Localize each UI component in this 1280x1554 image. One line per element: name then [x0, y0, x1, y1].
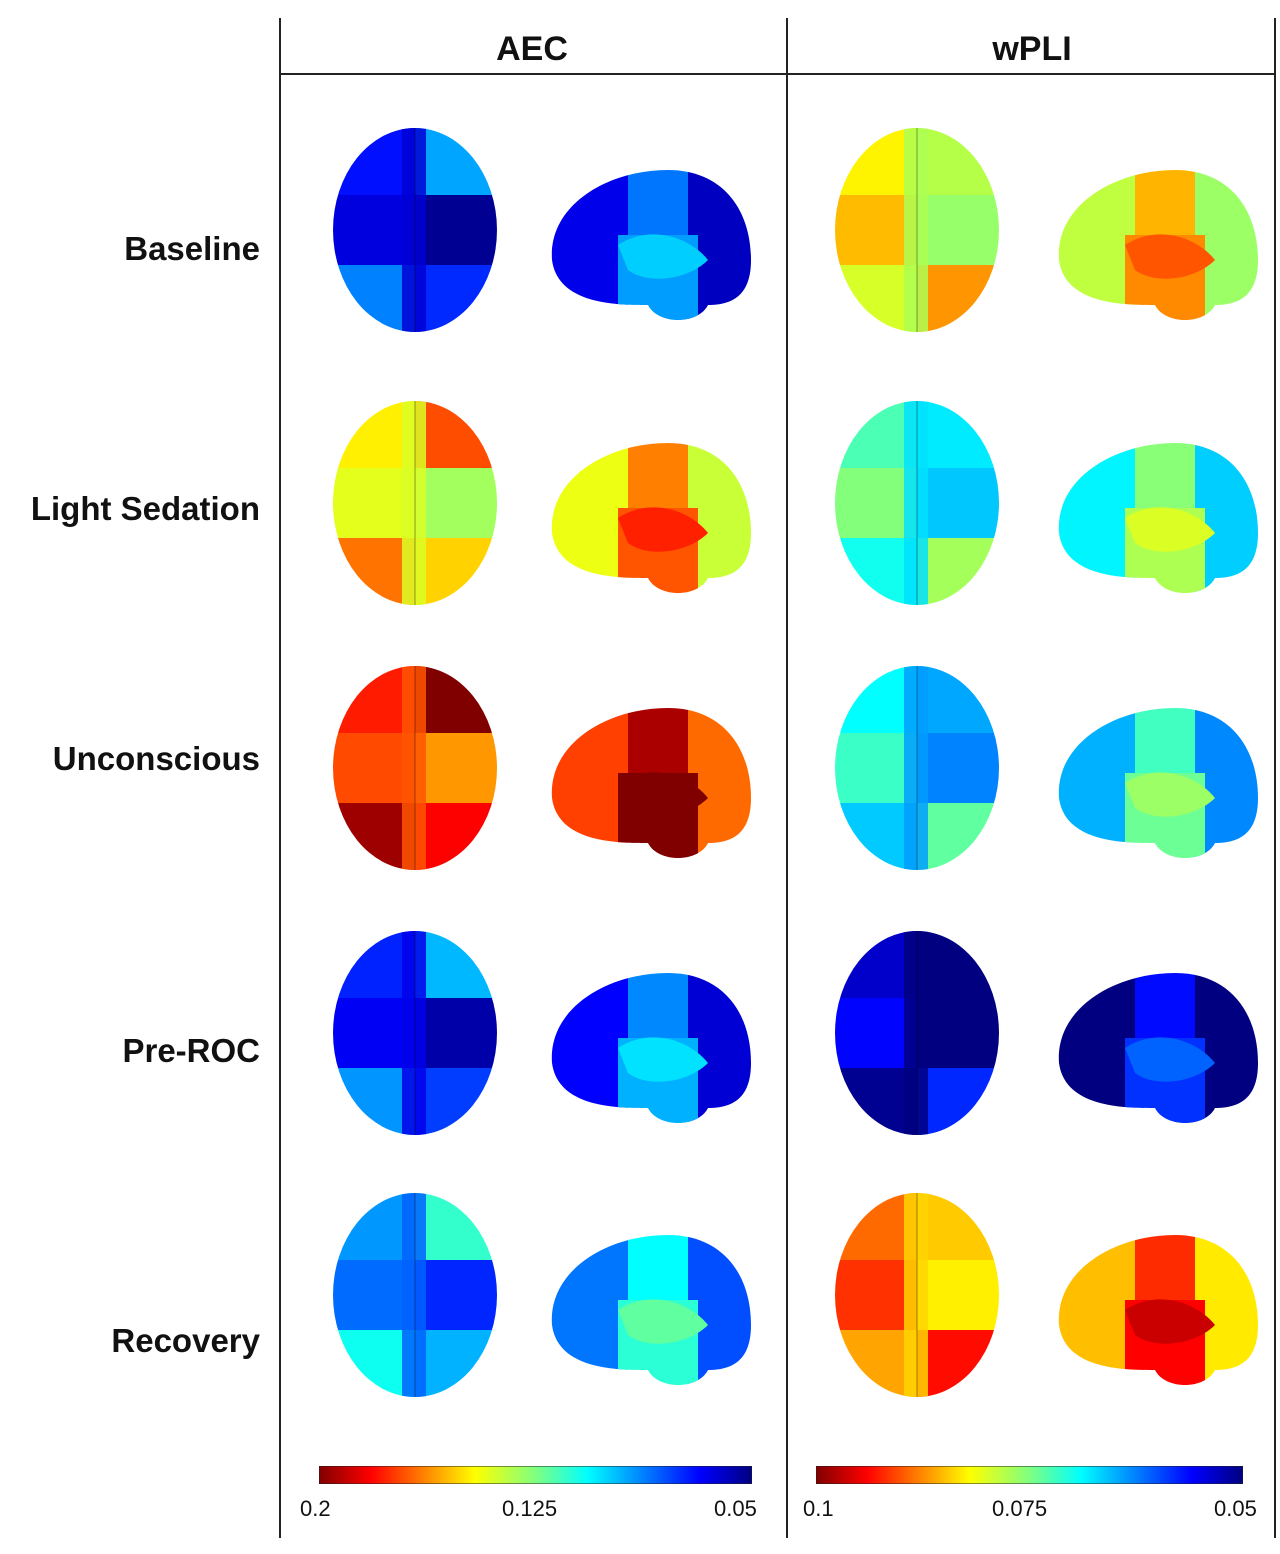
colorbar-aec — [319, 1466, 752, 1484]
colorbar-aec-tick-mid: 0.125 — [502, 1496, 558, 1521]
row-label-recovery: Recovery — [111, 1322, 260, 1359]
row-label-baseline: Baseline — [124, 230, 260, 267]
brain-side-view-aec-3 — [551, 973, 751, 1123]
colorbar-wpli — [816, 1466, 1243, 1484]
row-label-unconscious: Unconscious — [52, 740, 260, 777]
brain-top-view-wpli-1 — [835, 401, 999, 605]
brain-top-view-aec-3 — [333, 931, 497, 1135]
row-label-pre-roc: Pre-ROC — [122, 1032, 260, 1069]
column-header-wpli: wPLI — [992, 30, 1072, 68]
brain-top-view-wpli-2 — [835, 666, 999, 870]
middle-divider — [786, 18, 788, 1538]
brain-side-view-wpli-3 — [1058, 973, 1258, 1123]
colorbar-aec-tick-right: 0.05 — [714, 1496, 757, 1521]
colorbar-wpli-tick-mid: 0.075 — [992, 1496, 1048, 1521]
colorbar-wpli-tick-left: 0.1 — [803, 1496, 834, 1521]
left-divider — [279, 18, 281, 1538]
brain-side-view-wpli-4 — [1058, 1235, 1258, 1385]
colorbar-wpli-tick-right: 0.05 — [1214, 1496, 1257, 1521]
brain-side-view-aec-4 — [551, 1235, 751, 1385]
brain-top-view-aec-2 — [333, 666, 497, 870]
brain-side-view-aec-2 — [551, 708, 751, 858]
brain-top-view-aec-1 — [333, 401, 497, 605]
right-divider — [1274, 18, 1276, 1538]
header-rule — [279, 73, 1276, 75]
row-label-light-sedation: Light Sedation — [30, 490, 260, 527]
brain-top-view-wpli-0 — [835, 128, 999, 332]
brain-side-view-wpli-2 — [1058, 708, 1258, 858]
brain-side-view-wpli-0 — [1058, 170, 1258, 320]
brain-top-view-wpli-4 — [835, 1193, 999, 1397]
column-header-aec: AEC — [496, 30, 568, 68]
colorbar-aec-tick-left: 0.2 — [300, 1496, 331, 1521]
brain-top-view-aec-0 — [333, 128, 497, 332]
brain-side-view-aec-1 — [551, 443, 751, 593]
brain-side-view-aec-0 — [551, 170, 751, 320]
brain-top-view-aec-4 — [333, 1193, 497, 1397]
brain-top-view-wpli-3 — [835, 931, 999, 1135]
brain-side-view-wpli-1 — [1058, 443, 1258, 593]
